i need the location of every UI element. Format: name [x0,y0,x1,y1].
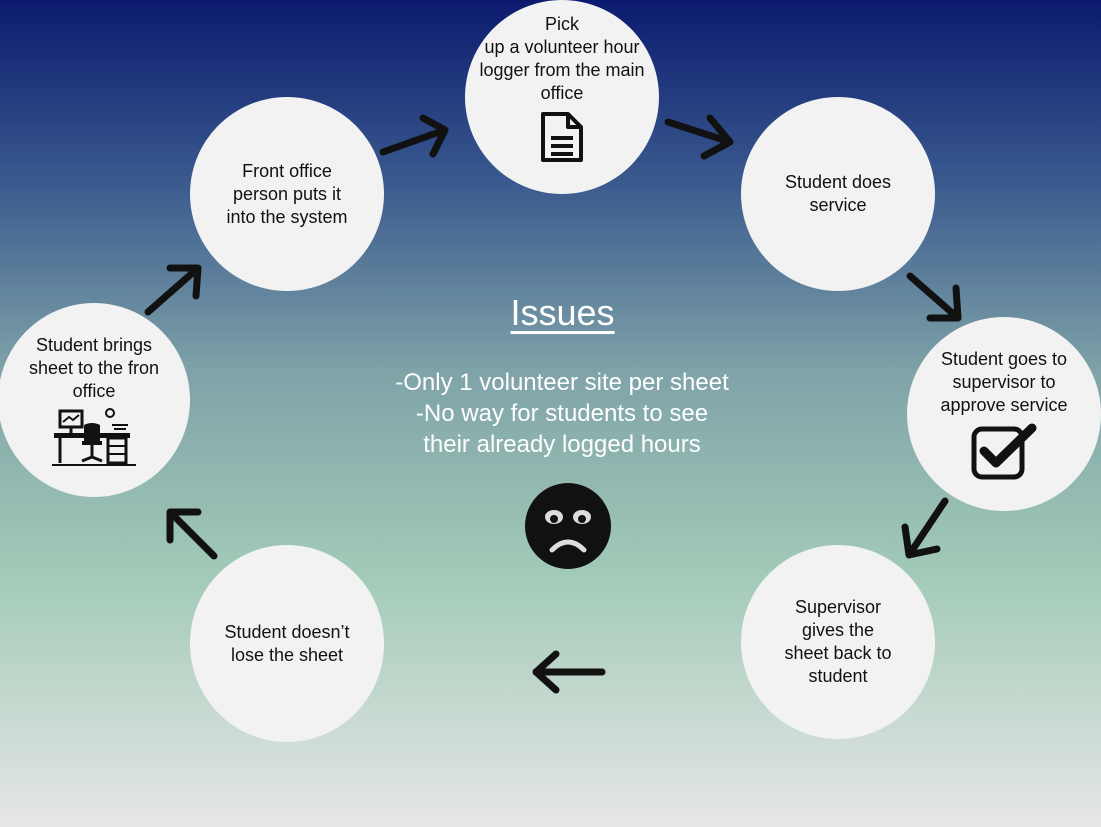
document-icon [541,112,583,162]
step-label: Front office person puts it into the sys… [226,160,348,227]
step-label: Student does service [784,172,892,215]
arrow-not-lose-to-brings-sheet [166,508,218,560]
step-not-lose: Student doesn’t lose the sheet [190,545,384,742]
office-desk-icon [52,407,136,466]
arrow-supervisor-to-gives-back [901,497,949,559]
step-label: Student brings sheet to the fron office [28,334,160,401]
sad-face-icon [525,483,611,569]
arrow-brings-sheet-to-front-office [144,264,202,316]
arrow-front-office-to-pick-up [379,114,449,158]
step-supervisor-approve: Student goes to supervisor to approve se… [907,317,1101,511]
step-brings-sheet: Student brings sheet to the fron office [0,303,190,497]
step-does-service: Student does service [741,97,935,291]
step-gives-back: Supervisor gives the sheet back to stude… [741,545,935,739]
step-front-office: Front office person puts it into the sys… [190,97,384,291]
step-label: Student goes to supervisor to approve se… [940,348,1068,415]
issue-line: -No way for students to see [415,400,709,427]
arrow-does-service-to-supervisor [906,272,962,322]
issues-list: -Only 1 volunteer site per sheet -No way… [352,367,772,460]
arrow-gives-back-to-not-lose [532,650,606,694]
checkbox-icon [971,423,1037,479]
issues-title: Issues [510,292,615,333]
issue-line: their already logged hours [423,431,701,458]
step-label: Supervisor gives the sheet back to stude… [784,597,892,686]
step-pick-up: Pick up a volunteer hour logger from the… [465,0,659,194]
step-label: Student doesn’t lose the sheet [224,621,350,665]
issue-line: -Only 1 volunteer site per sheet [395,369,729,396]
arrow-pick-up-to-does-service [664,114,734,160]
step-label: Pick up a volunteer hour logger from the… [479,14,645,103]
